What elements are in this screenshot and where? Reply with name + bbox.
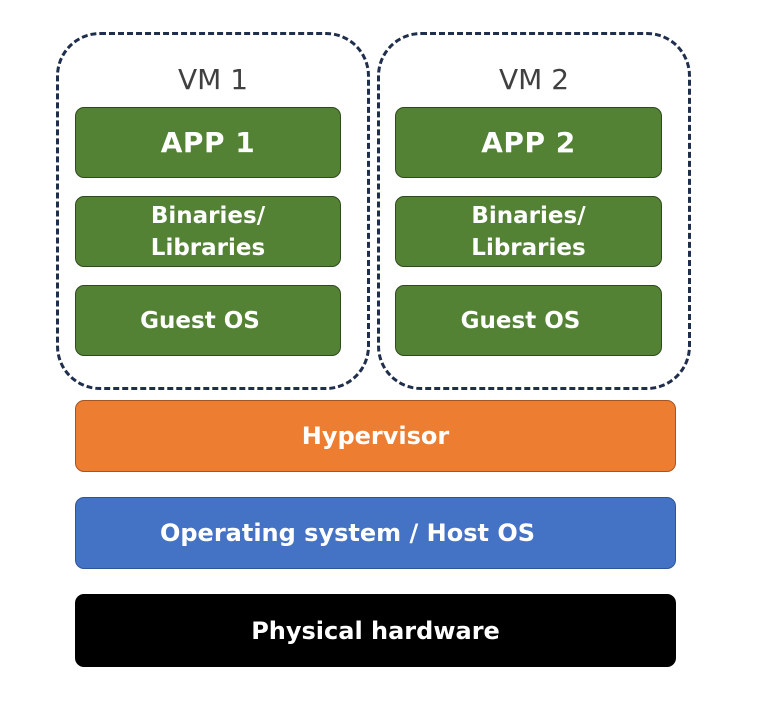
vm-1-app-label: APP 1: [160, 126, 256, 159]
vm-1-guest-os-layer: Guest OS: [75, 285, 341, 356]
vm-1-libraries-label: Libraries: [150, 234, 266, 261]
hypervisor-layer: Hypervisor: [75, 400, 676, 472]
vm-2-guest-os-layer: Guest OS: [395, 285, 662, 356]
vm-2-app-label: APP 2: [481, 126, 576, 159]
vm-1-app-layer: APP 1: [75, 107, 341, 178]
vm-1-binaries-label: Binaries/: [150, 202, 266, 229]
host-os-label: Operating system / Host OS: [159, 519, 536, 547]
vm-2-guest-os-label: Guest OS: [460, 307, 581, 334]
host-os-layer: Operating system / Host OS: [75, 497, 676, 569]
vm-2-title: VM 2: [498, 63, 570, 96]
vm-2-libraries-label: Libraries: [471, 234, 586, 261]
vm-2-binaries-layer: Binaries/ Libraries: [395, 196, 662, 267]
vm-1-container: VM 1: [56, 32, 370, 390]
vm-1-guest-os-label: Guest OS: [140, 307, 260, 334]
vm-2-app-layer: APP 2: [395, 107, 662, 178]
hardware-label: Physical hardware: [251, 616, 500, 645]
vm-1-binaries-layer: Binaries/ Libraries: [75, 196, 341, 267]
vm-2-container: VM 2: [377, 32, 691, 390]
hardware-layer: Physical hardware: [75, 594, 676, 667]
vm-1-title: VM 1: [177, 63, 249, 96]
vm-2-binaries-label: Binaries/: [471, 202, 586, 229]
hypervisor-label: Hypervisor: [301, 422, 450, 450]
